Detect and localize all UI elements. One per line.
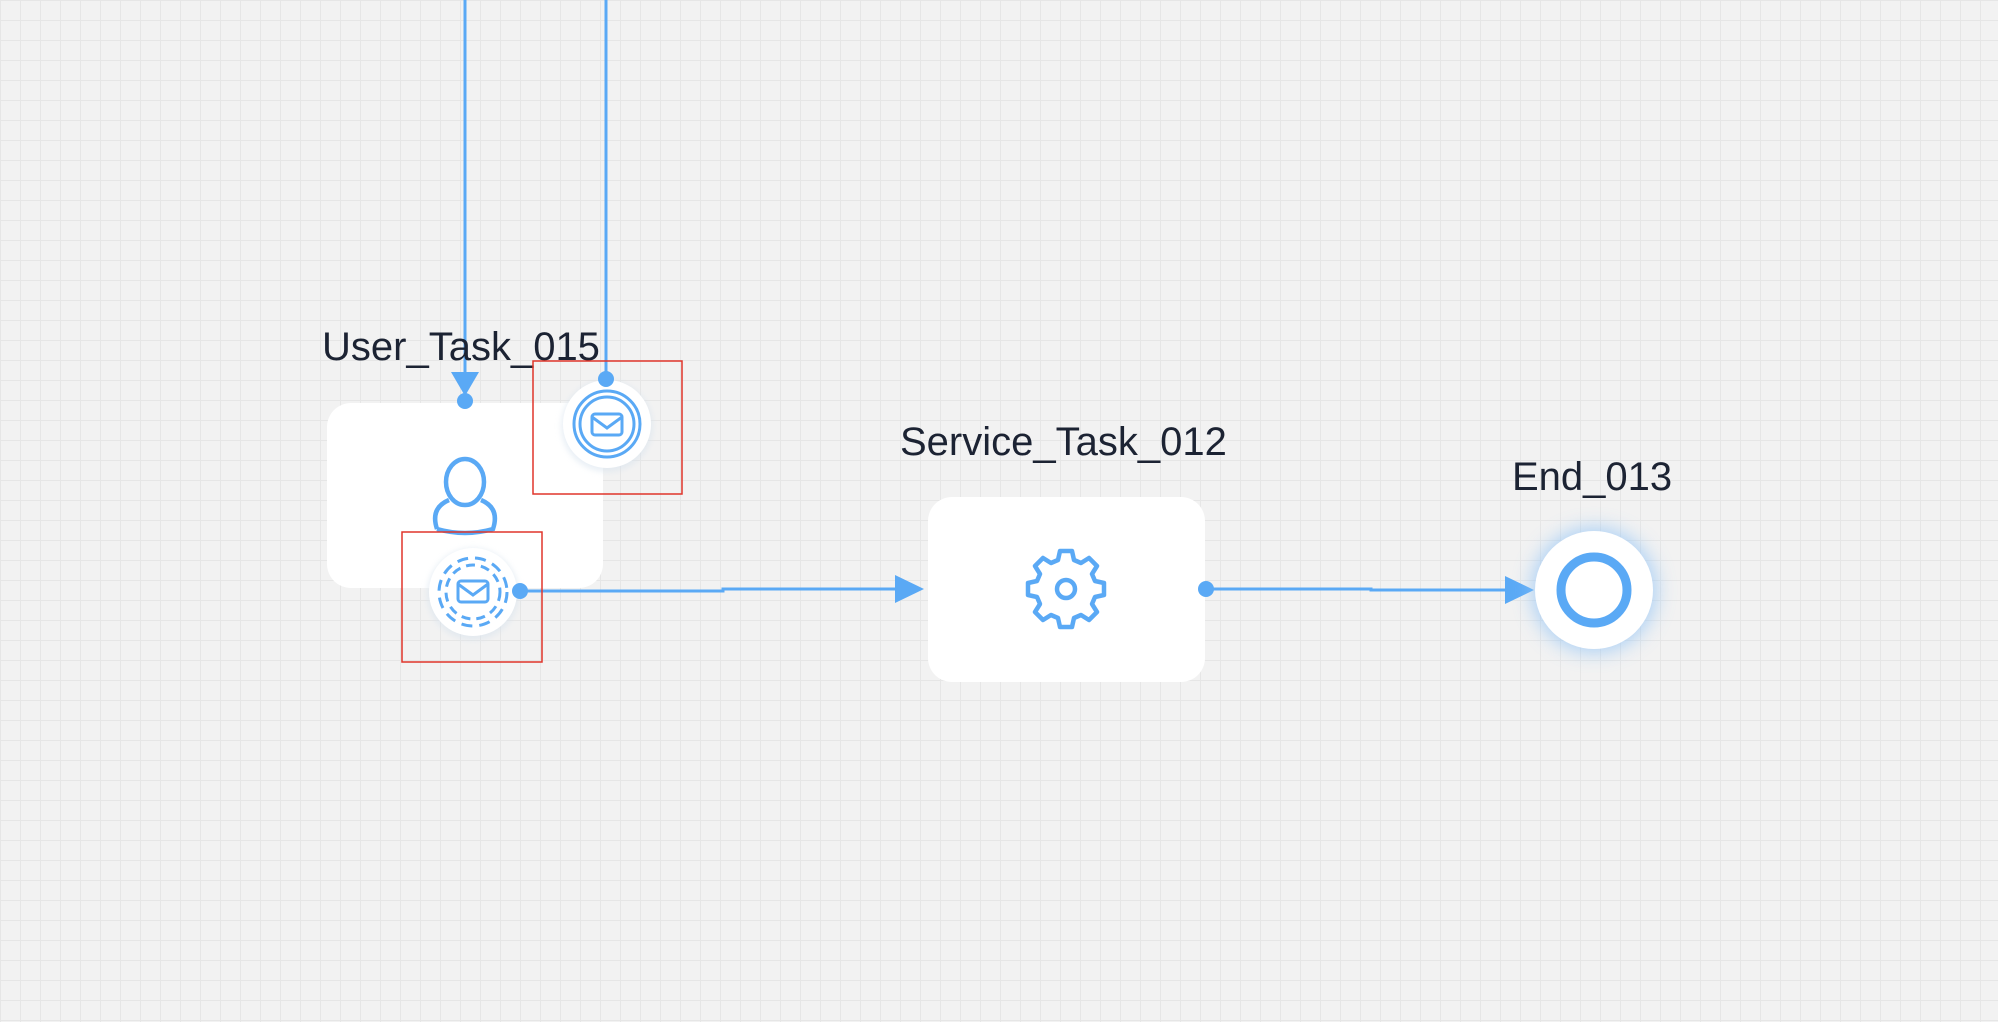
connection-dot [512,583,528,599]
connection-dot [598,371,614,387]
gear-icon [1025,548,1107,630]
selection-outline [401,531,543,663]
arrowhead-icon [895,575,924,603]
service-task-label: Service_Task_012 [900,420,1227,464]
sequence-flow-boundary-to-service-task[interactable] [521,575,924,603]
boundary-message-event-non-interrupting[interactable] [401,531,543,663]
end-event-node[interactable]: End_013 [1512,455,1672,652]
end-event-inner-ring [1556,552,1632,628]
user-task-box[interactable] [327,403,603,588]
end-event-circle[interactable] [1535,531,1653,649]
connection-dot [1198,581,1214,597]
service-task-node[interactable]: Service_Task_012 [900,420,1227,682]
user-task-node[interactable]: User_Task_015 [322,325,603,588]
connection-dot [457,393,473,409]
arrowhead-icon [1505,576,1534,604]
service-task-box[interactable] [928,497,1205,682]
boundary-message-event[interactable] [532,360,683,495]
selection-outline [532,360,683,495]
sequence-flow-into-user-task[interactable] [451,0,479,396]
message-envelope-icon [456,579,490,604]
end-event-label: End_013 [1512,455,1672,499]
arrowhead-icon [451,372,479,396]
message-envelope-icon [590,412,624,437]
sequence-flow-service-task-to-end[interactable] [1207,576,1534,604]
user-task-label: User_Task_015 [322,325,600,369]
